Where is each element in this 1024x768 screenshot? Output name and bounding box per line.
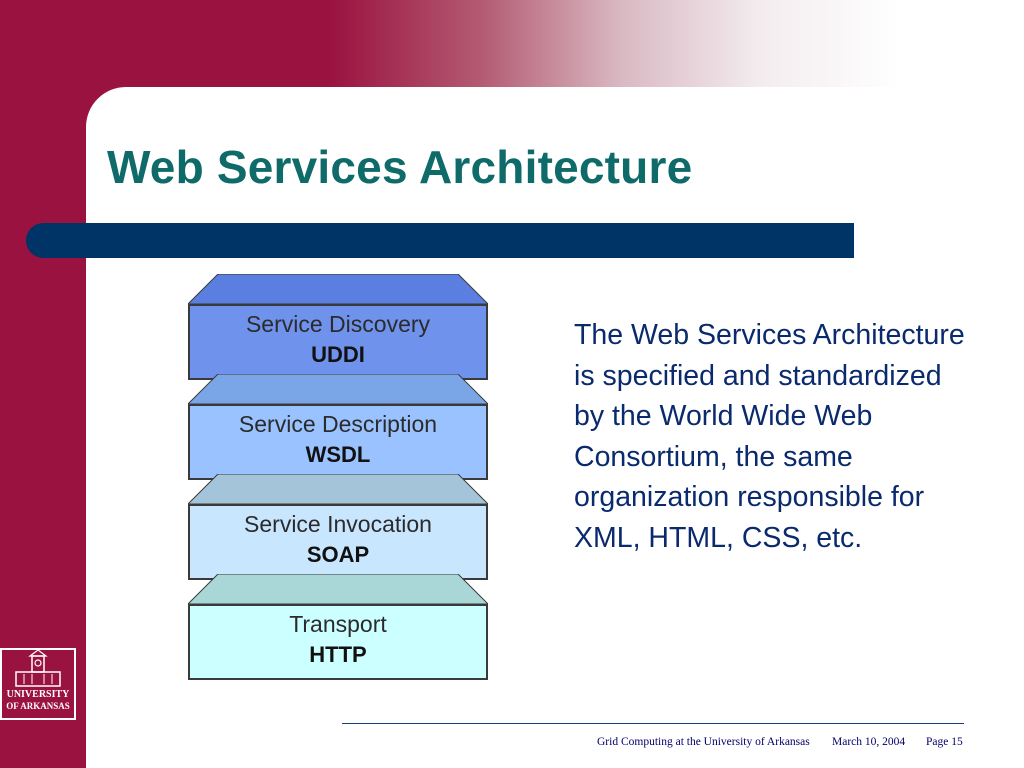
layer-cap [188, 574, 488, 604]
layer-protocol: UDDI [311, 342, 365, 367]
layer-cap [188, 474, 488, 504]
layer-protocol: SOAP [306, 542, 370, 567]
layer-name: Service Invocation [244, 511, 432, 537]
logo-arkansas-text: OF ARKANSAS [6, 701, 70, 711]
layer-face [188, 504, 488, 580]
layer-name: Service Discovery [245, 311, 431, 337]
title-underline-bar [26, 223, 854, 258]
top-gradient-band [0, 0, 1024, 87]
architecture-stack-diagram: Service Discovery UDDI Service Descripti… [188, 274, 488, 680]
layer-protocol: HTTP [309, 642, 367, 667]
description-text: The Web Services Architecture is specifi… [574, 319, 965, 554]
layer-face [188, 604, 488, 680]
layer-cap [188, 274, 488, 304]
footer-org: Grid Computing at the University of Arka… [597, 736, 810, 748]
university-logo: UNIVERSITY OF ARKANSAS [0, 648, 76, 720]
layer-protocol: WSDL [305, 442, 371, 467]
slide-title: Web Services Architecture [107, 141, 693, 193]
left-maroon-band [0, 0, 86, 768]
old-main-building-icon [15, 650, 61, 687]
footer-date: March 10, 2004 [832, 736, 906, 748]
logo-university-text: UNIVERSITY [6, 689, 70, 700]
footer-divider [342, 723, 964, 724]
footer-page-number: Page 15 [926, 736, 963, 748]
layer-face [188, 404, 488, 480]
layer-name: Transport [289, 611, 387, 637]
layer-name: Service Description [238, 411, 438, 437]
layer-face [188, 304, 488, 380]
layer-cap [188, 374, 488, 404]
